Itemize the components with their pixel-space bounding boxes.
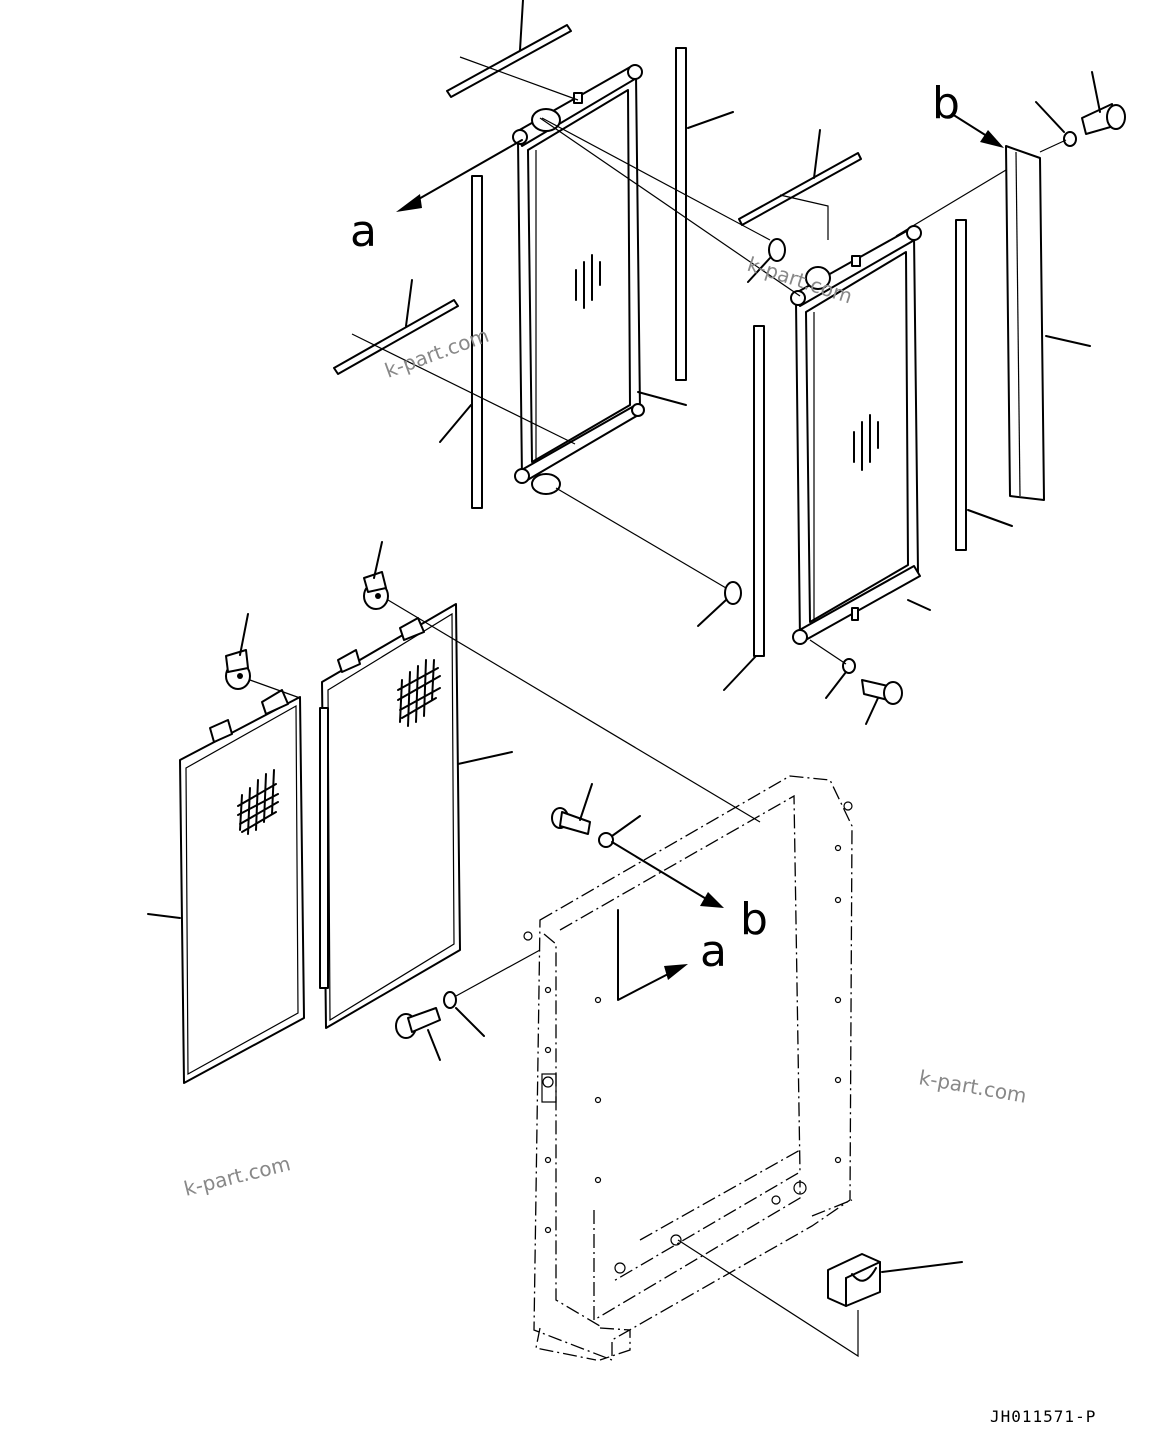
mesh-pattern-right — [397, 659, 441, 727]
fin-mark-right — [853, 414, 879, 471]
watermark-3: k-part.com — [917, 1065, 1028, 1108]
drawing-code: JH011571-P — [990, 1407, 1096, 1426]
bolt-middle-lower — [395, 1007, 441, 1061]
screen-left — [147, 689, 305, 1084]
right-radiator-core — [697, 71, 1126, 725]
knob-left — [225, 613, 251, 690]
top-seal-strip-right — [738, 152, 862, 226]
label-a-lower: a — [700, 926, 727, 977]
label-a-upper: a — [350, 206, 377, 257]
washer-upper-right — [1063, 131, 1077, 147]
knob-right — [363, 541, 389, 610]
label-b-lower: b — [740, 894, 768, 945]
left-radiator-core — [333, 0, 734, 509]
arrow-b-upper: b — [932, 78, 1004, 148]
screen-right — [319, 603, 513, 1029]
top-seal-strip-left — [446, 24, 572, 98]
grommet-lower — [724, 581, 742, 605]
bolt-upper-right — [1081, 71, 1126, 135]
bolt-middle-upper — [551, 783, 593, 835]
washer-middle-lower — [443, 991, 457, 1009]
vertical-seal-center — [753, 325, 765, 657]
side-seal-strip-left — [333, 299, 459, 375]
bolt-lower-right — [861, 679, 903, 725]
washer-lower-right — [842, 658, 856, 674]
vertical-seal-far-right — [955, 219, 967, 551]
fin-mark-left — [575, 254, 601, 309]
vertical-seal-left — [471, 175, 483, 509]
washer-middle-upper — [598, 832, 614, 848]
arrow-a-lower: a — [617, 909, 727, 1001]
label-b-upper: b — [932, 78, 960, 129]
radiator-frame — [523, 775, 853, 1361]
watermark-4: k-part.com — [181, 1151, 292, 1201]
mesh-pattern-left — [237, 769, 279, 835]
side-bracket — [1005, 145, 1045, 501]
grommet-upper — [768, 238, 786, 262]
rubber-mount — [677, 1239, 963, 1358]
frame-holes — [523, 801, 853, 1274]
arrow-b-lower: b — [611, 841, 768, 945]
arrow-a-upper: a — [350, 139, 523, 257]
